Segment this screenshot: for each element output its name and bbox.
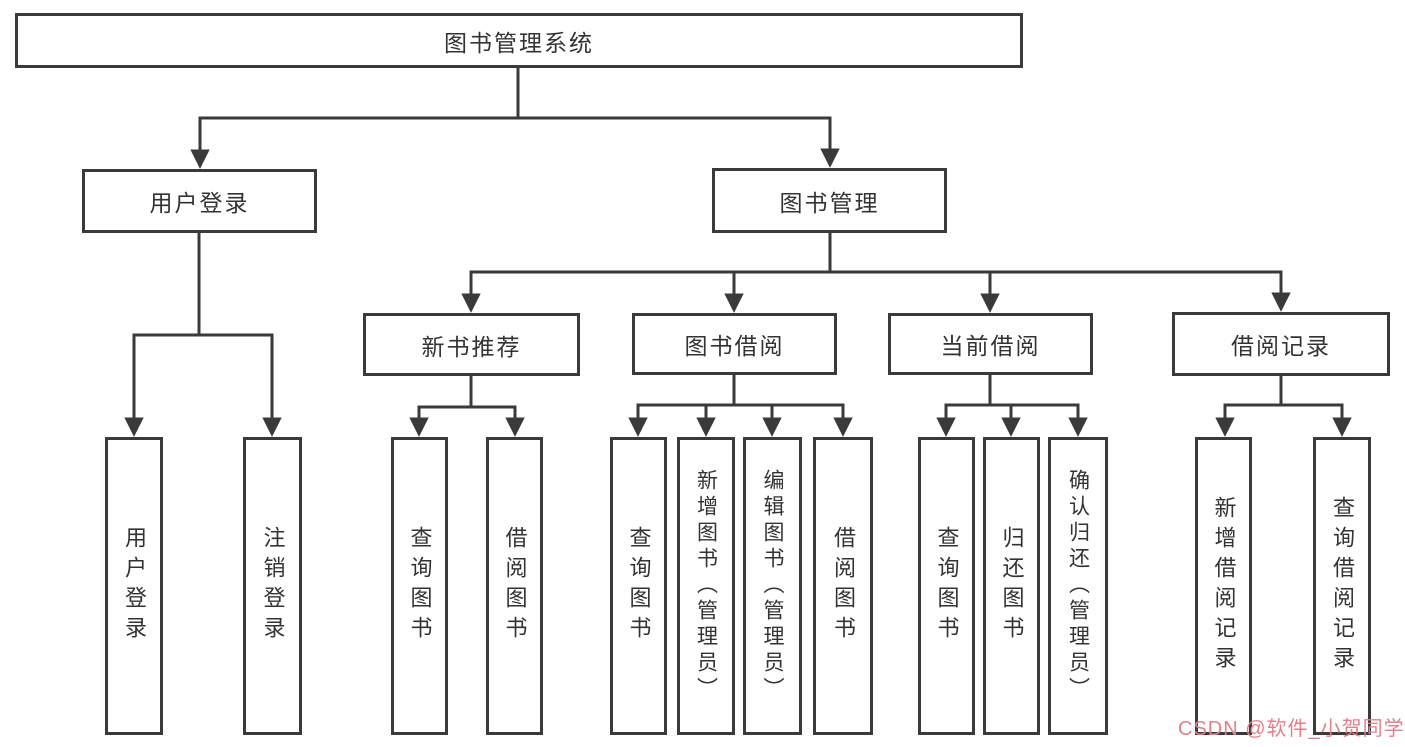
node-book-borrow: 图书借阅 <box>632 313 837 375</box>
leaf-edit-books-admin: 编辑图书（管理员） <box>743 437 802 735</box>
node-new-book-recommend: 新书推荐 <box>363 313 580 376</box>
leaf-return-books: 归还图书 <box>983 437 1040 735</box>
leaf-logout-login: 注销登录 <box>243 437 302 735</box>
node-user-login: 用户登录 <box>82 169 317 233</box>
node-borrow-records: 借阅记录 <box>1172 312 1390 376</box>
leaf-query-books: 查询图书 <box>391 437 448 735</box>
csdn-watermark: CSDN @软件_小贺同学 <box>1178 718 1405 740</box>
node-root-system: 图书管理系统 <box>15 13 1023 68</box>
leaf-borrow-books: 借阅图书 <box>486 437 543 735</box>
leaf-borrow-books: 借阅图书 <box>813 437 873 735</box>
leaf-query-books: 查询图书 <box>918 437 975 735</box>
leaf-confirm-return-admin: 确认归还（管理员） <box>1048 437 1108 735</box>
leaf-add-books-admin: 新增图书（管理员） <box>677 437 735 735</box>
leaf-query-borrow-record: 查询借阅记录 <box>1313 437 1371 735</box>
node-current-borrow: 当前借阅 <box>888 313 1093 375</box>
leaf-add-borrow-record: 新增借阅记录 <box>1195 437 1252 735</box>
leaf-query-books: 查询图书 <box>610 437 667 735</box>
leaf-user-login: 用户登录 <box>105 437 163 735</box>
node-book-management: 图书管理 <box>712 168 947 233</box>
